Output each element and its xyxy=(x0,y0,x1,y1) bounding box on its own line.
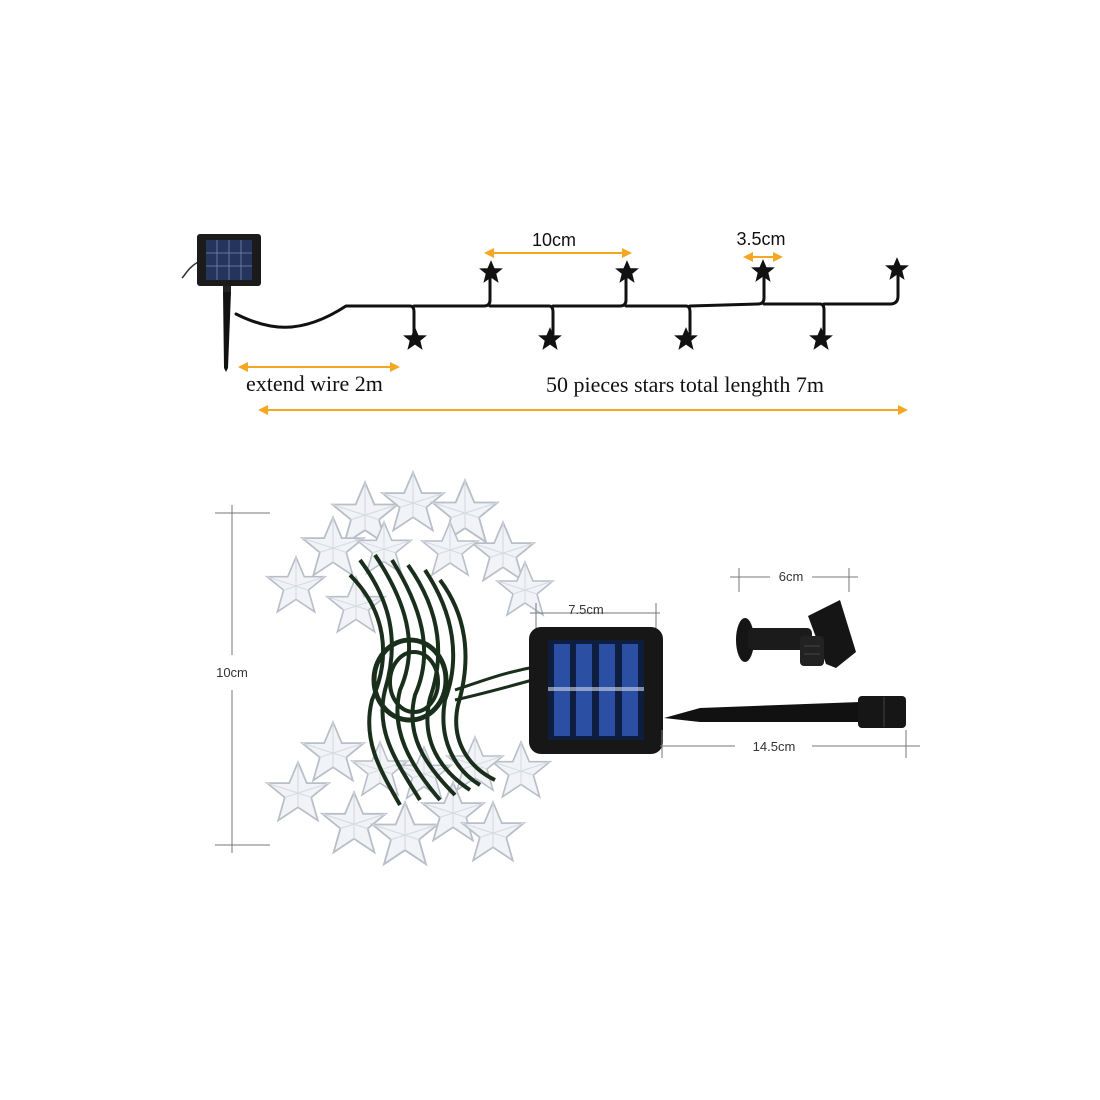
star-icon xyxy=(403,327,427,350)
bottom-product-diagram: 10cm xyxy=(215,471,920,866)
bracket-width-label: 6cm xyxy=(779,569,804,584)
star-icon xyxy=(538,327,562,350)
lower-star-cluster xyxy=(266,721,551,866)
ground-stake-icon xyxy=(664,696,906,728)
stake-length-dimension xyxy=(660,730,920,758)
star-icon xyxy=(674,327,698,350)
height-label: 10cm xyxy=(216,665,248,680)
total-length-label: 50 pieces stars total lenghth 7m xyxy=(546,372,824,397)
small-solar-panel-icon xyxy=(181,234,261,372)
stake-length-label: 14.5cm xyxy=(753,739,796,754)
panel-width-dimension xyxy=(530,603,660,628)
height-dimension xyxy=(215,505,270,853)
coiled-cable xyxy=(348,553,496,806)
star-icon xyxy=(809,327,833,350)
extend-wire-label: extend wire 2m xyxy=(246,371,383,396)
star-light-cluster xyxy=(266,471,554,866)
top-layout-diagram: 10cm 3.5cm extend wire 2m 50 pieces star… xyxy=(181,229,909,415)
solar-panel-icon xyxy=(529,627,663,754)
bracket-width-dimension xyxy=(730,568,858,592)
panel-cable xyxy=(454,664,541,702)
panel-width-label: 7.5cm xyxy=(568,602,603,617)
mounting-bracket-icon xyxy=(736,600,856,668)
star-size-label: 3.5cm xyxy=(736,229,785,249)
wire-line xyxy=(234,270,900,336)
spacing-label: 10cm xyxy=(532,230,576,250)
upper-star-cluster xyxy=(266,471,554,633)
